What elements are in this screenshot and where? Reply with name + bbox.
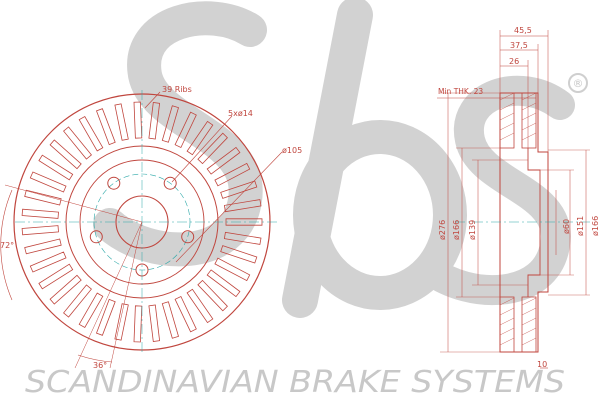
bolt-holes (89, 176, 195, 277)
vent-rib (63, 126, 92, 160)
vent-rib (186, 120, 214, 156)
vent-rib (114, 103, 129, 141)
vent-rib (114, 303, 129, 341)
watermark-tagline: SCANDINAVIAN BRAKE SYSTEMS (25, 365, 565, 400)
hat-outer-diameter-label: ø166 (591, 216, 600, 236)
vent-rib (161, 301, 179, 339)
hub-diameter-label: ø139 (468, 220, 477, 240)
bolt-hole (163, 176, 177, 190)
disc-side-section (437, 30, 590, 369)
vent-rib (49, 139, 82, 170)
vent-rib (29, 171, 67, 193)
vent-rib (197, 132, 228, 165)
vent-rib (133, 101, 143, 139)
vent-rib (225, 218, 263, 226)
vent-rib (95, 298, 116, 336)
vent-rib (49, 274, 82, 305)
bolt-hole (181, 230, 195, 244)
sbs-watermark-logo (93, 0, 588, 318)
vent-rib (24, 238, 62, 255)
thickness-label: 26 (509, 57, 519, 66)
ventilation-ribs (21, 101, 263, 343)
angle-72-label: 72° (0, 241, 14, 250)
vent-rib (214, 162, 251, 187)
vent-rib (186, 288, 214, 324)
registered-mark: ® (573, 77, 584, 90)
vent-rib (223, 199, 262, 213)
vent-rib (38, 154, 74, 181)
vent-rib (206, 269, 241, 298)
vent-rib (220, 180, 258, 199)
vent-rib (148, 102, 161, 140)
hat-height-label: 37,5 (510, 41, 528, 50)
vent-rib (95, 108, 116, 146)
bolt-hole (89, 230, 103, 244)
vent-rib (24, 189, 62, 206)
vent-rib (161, 105, 179, 143)
vent-rib (206, 146, 241, 175)
hat-diameter-label: ø151 (576, 216, 585, 236)
bolt-label: 5xø14 (228, 109, 253, 118)
vent-rib (174, 111, 197, 149)
vent-rib (29, 251, 67, 273)
disc-front-view (0, 90, 283, 369)
vent-rib (21, 208, 59, 219)
vent-rib (78, 115, 104, 152)
ribs-label: 39 Ribs (162, 85, 192, 94)
bolt-hole (107, 176, 121, 190)
vent-rib (174, 295, 197, 333)
vent-rib (78, 292, 104, 329)
angle-36-label: 36° (93, 361, 107, 370)
vent-rib (214, 257, 251, 282)
vent-rib (197, 279, 228, 312)
min-thickness-label: Min THK. 23 (438, 87, 483, 96)
vent-rib (133, 305, 143, 343)
pcd-label: ø105 (282, 146, 302, 155)
vent-rib (220, 245, 258, 264)
outer-diameter-label: ø276 (438, 220, 447, 240)
friction-inner-diameter-label: ø166 (452, 220, 461, 240)
vent-rib (63, 284, 92, 318)
center-bore-diameter-label: ø60 (562, 219, 571, 234)
vent-rib (148, 304, 161, 342)
total-height-label: 45,5 (514, 26, 532, 35)
vent-rib (223, 231, 262, 245)
vent-rib (38, 263, 74, 290)
vent-rib (21, 225, 59, 236)
bottom-dimension-label: 10 (537, 360, 547, 369)
